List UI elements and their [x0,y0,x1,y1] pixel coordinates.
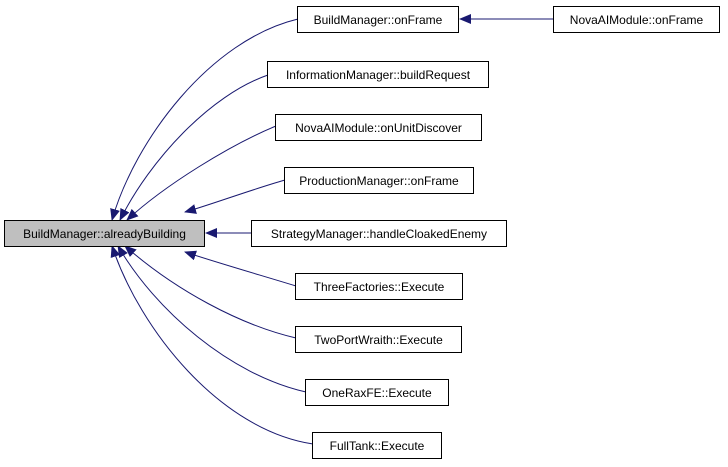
caller-node-label: FullTank::Execute [329,438,425,453]
caller-node-oneraxfe-execute[interactable]: OneRaxFE::Execute [305,379,449,406]
edge-oneraxfe-to-focus [117,245,307,393]
edge-onunitdiscover-to-focus [126,125,277,221]
caller-node-label: StrategyManager::handleCloakedEnemy [270,226,488,241]
caller-node-label: OneRaxFE::Execute [322,385,432,400]
caller-node-fulltank-execute[interactable]: FullTank::Execute [312,432,442,459]
caller-node-informationmanager-buildrequest[interactable]: InformationManager::buildRequest [267,61,489,88]
edge-onframe-to-focus [110,18,299,221]
caller-node-productionmanager-onframe[interactable]: ProductionManager::onFrame [284,167,474,194]
second-level-node-novaaimodule-onframe[interactable]: NovaAIModule::onFrame [553,6,720,33]
caller-node-label: InformationManager::buildRequest [285,67,471,82]
caller-node-buildmanager-onframe[interactable]: BuildManager::onFrame [297,6,459,33]
caller-node-strategymanager-handlecloakedenemy[interactable]: StrategyManager::handleCloakedEnemy [251,220,507,247]
edge-productionmanager-to-focus [184,179,286,214]
focus-node[interactable]: BuildManager::alreadyBuilding [4,220,205,247]
focus-node-label: BuildManager::alreadyBuilding [23,226,186,241]
caller-node-label: BuildManager::onFrame [313,12,443,27]
edge-buildrequest-to-focus [119,74,269,221]
edge-threefactories-to-focus [184,250,297,287]
caller-node-label: NovaAIModule::onUnitDiscover [295,120,462,135]
caller-node-label: ThreeFactories::Execute [313,279,445,294]
caller-node-label: TwoPortWraith::Execute [314,332,443,347]
caller-node-novaaimodule-onunitdiscover[interactable]: NovaAIModule::onUnitDiscover [275,114,482,141]
edge-fulltank-to-focus [110,245,314,445]
caller-node-threefactories-execute[interactable]: ThreeFactories::Execute [295,273,463,300]
edge-twoportwraith-to-focus [124,245,297,339]
caller-node-twoportwraith-execute[interactable]: TwoPortWraith::Execute [295,326,462,353]
second-level-node-label: NovaAIModule::onFrame [569,12,704,27]
caller-node-label: ProductionManager::onFrame [299,173,459,188]
